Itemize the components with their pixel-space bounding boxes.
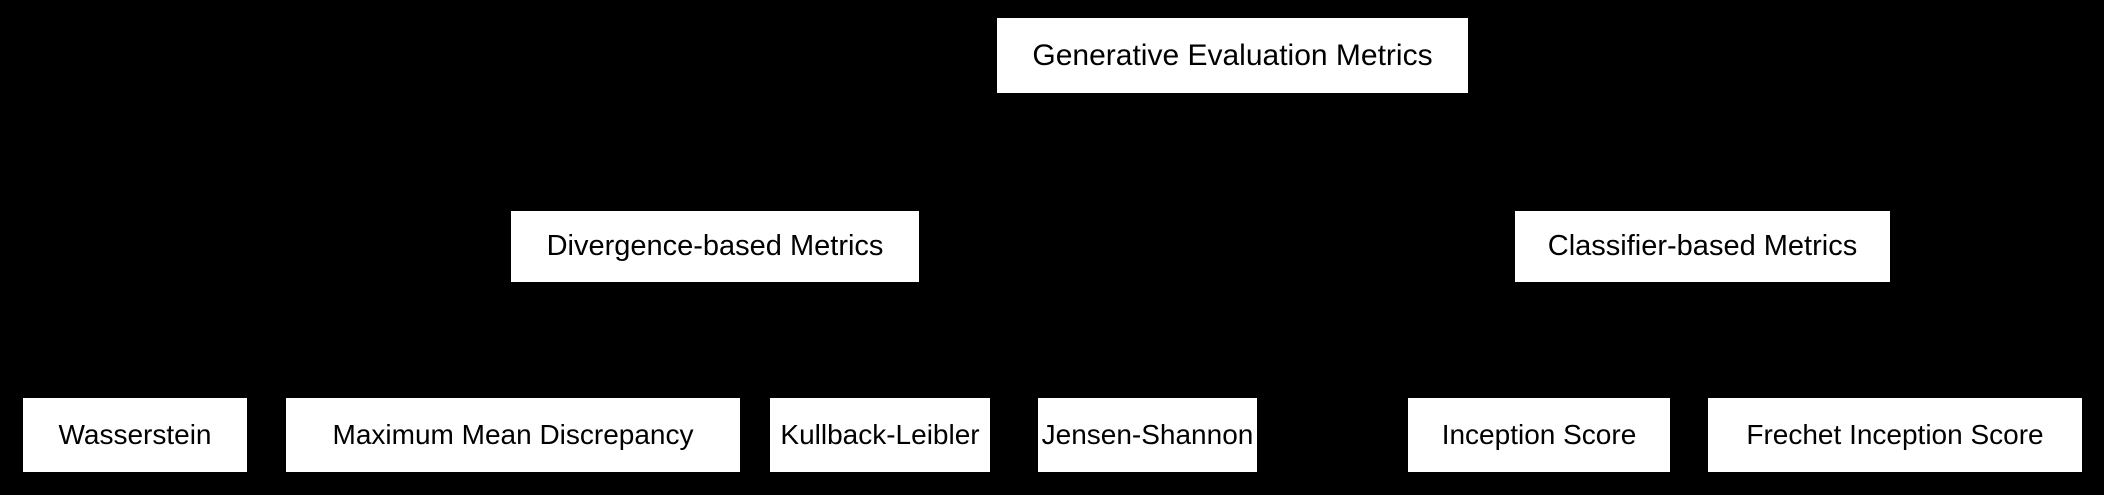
node-label-frechet-inception-score: Frechet Inception Score	[1746, 418, 2044, 450]
node-label-inception-score: Inception Score	[1441, 418, 1637, 450]
connector-classifier-leaf-bus	[1538, 339, 1896, 341]
node-label-wasserstein: Wasserstein	[58, 418, 212, 450]
node-maximum-mean-discrepancy[interactable]: Maximum Mean Discrepancy	[286, 398, 740, 472]
node-label-classifier-based-metrics: Classifier-based Metrics	[1547, 229, 1858, 262]
connector-leaf-jensen-shannon	[1146, 339, 1148, 398]
node-jensen-shannon[interactable]: Jensen-Shannon	[1038, 398, 1257, 472]
node-classifier-based-metrics[interactable]: Classifier-based Metrics	[1515, 211, 1890, 282]
node-wasserstein[interactable]: Wasserstein	[23, 398, 247, 472]
connector-leaf-frechet-inception-score	[1894, 339, 1896, 398]
node-label-divergence-based-metrics: Divergence-based Metrics	[546, 229, 884, 262]
connector-classifier-stem	[1702, 151, 1704, 211]
node-label-jensen-shannon: Jensen-Shannon	[1041, 418, 1254, 450]
connector-level2-horizontal-bus	[714, 151, 1704, 153]
node-generative-evaluation-metrics[interactable]: Generative Evaluation Metrics	[997, 18, 1468, 93]
node-label-maximum-mean-discrepancy: Maximum Mean Discrepancy	[332, 418, 694, 450]
connector-leaf-wasserstein	[134, 339, 136, 398]
connector-divergence-down	[714, 282, 716, 340]
node-kullback-leibler[interactable]: Kullback-Leibler	[770, 398, 990, 472]
node-inception-score[interactable]: Inception Score	[1408, 398, 1670, 472]
connector-leaf-inception-score	[1538, 339, 1540, 398]
node-label-generative-evaluation-metrics: Generative Evaluation Metrics	[1032, 39, 1433, 72]
connector-divergence-leaf-bus	[134, 339, 1148, 341]
connector-divergence-stem	[714, 151, 716, 211]
connector-root-stem	[1231, 93, 1233, 152]
node-divergence-based-metrics[interactable]: Divergence-based Metrics	[511, 211, 919, 282]
node-frechet-inception-score[interactable]: Frechet Inception Score	[1708, 398, 2082, 472]
node-label-kullback-leibler: Kullback-Leibler	[780, 418, 980, 450]
connector-leaf-maximum-mean-discrepancy	[512, 339, 514, 398]
connector-leaf-kullback-leibler	[879, 339, 881, 398]
connector-classifier-down	[1702, 282, 1704, 340]
